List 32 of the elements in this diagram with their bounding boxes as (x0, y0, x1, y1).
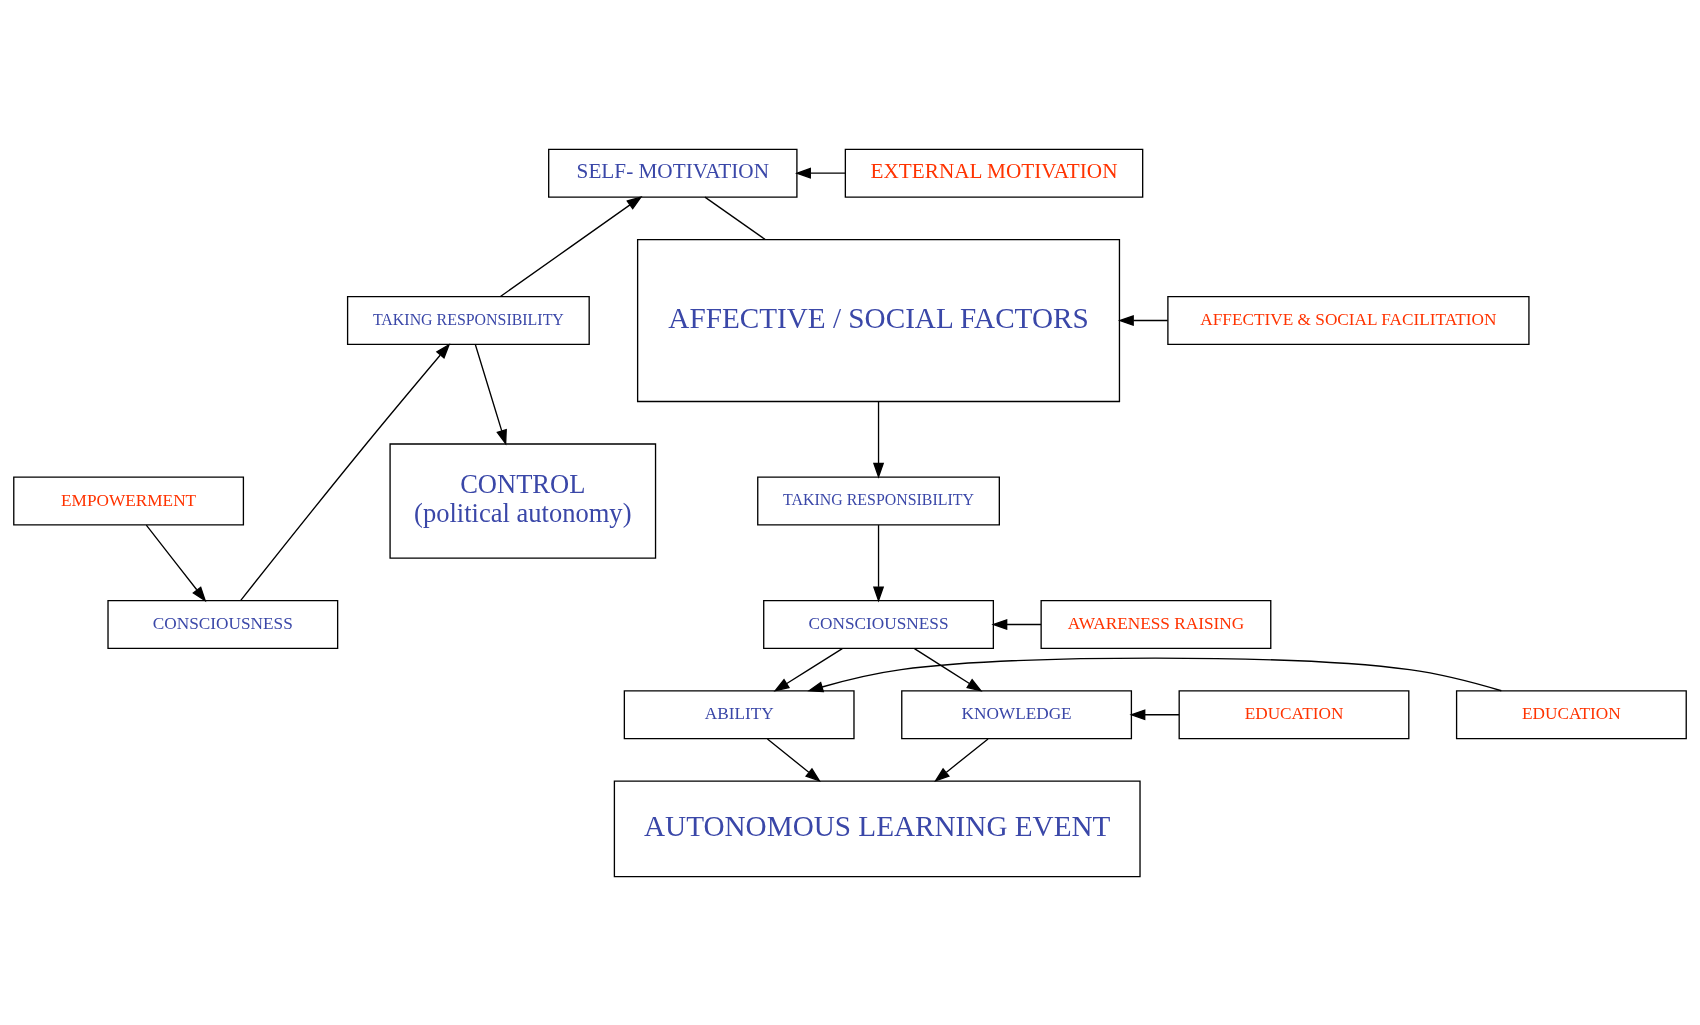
node-box: CONSCIOUSNESS (107, 599, 339, 649)
connector (704, 195, 766, 240)
arrow (872, 523, 885, 603)
node-box: KNOWLEDGE (901, 689, 1133, 739)
arrow (240, 342, 451, 601)
arrow (991, 618, 1042, 630)
arrow (499, 195, 643, 297)
node-box: CONTROL (political autonomy) (389, 442, 657, 559)
arrow (913, 647, 983, 692)
arrow (934, 737, 989, 782)
node-box: ABILITY (623, 689, 855, 739)
arrow (872, 400, 885, 479)
arrow (807, 657, 1502, 692)
node-box: AWARENESS RAISING (1040, 599, 1272, 649)
node-box: SELF- MOTIVATION (548, 148, 798, 198)
node-box: AFFECTIVE & SOCIAL FACILITATION (1167, 295, 1530, 345)
arrow (773, 647, 843, 692)
arrow (1129, 708, 1180, 720)
node-box: EXTERNAL MOTIVATION (844, 148, 1144, 198)
node-box: AUTONOMOUS LEARNING EVENT (613, 779, 1141, 877)
node-box: TAKING RESPONSIBILITY (346, 295, 590, 345)
arrow (795, 167, 846, 179)
node-box: CONSCIOUSNESS (763, 599, 994, 649)
node-box: EMPOWERMENT (13, 476, 245, 526)
node-box: AFFECTIVE / SOCIAL FACTORS (636, 238, 1121, 402)
arrow (766, 737, 821, 782)
node-box: TAKING RESPONSIBILITY (757, 476, 1000, 526)
arrow (1117, 314, 1169, 326)
node-box: EDUCATION (1178, 689, 1410, 739)
arrow (145, 523, 207, 602)
arrow (474, 343, 507, 446)
node-box: EDUCATION (1455, 689, 1687, 739)
